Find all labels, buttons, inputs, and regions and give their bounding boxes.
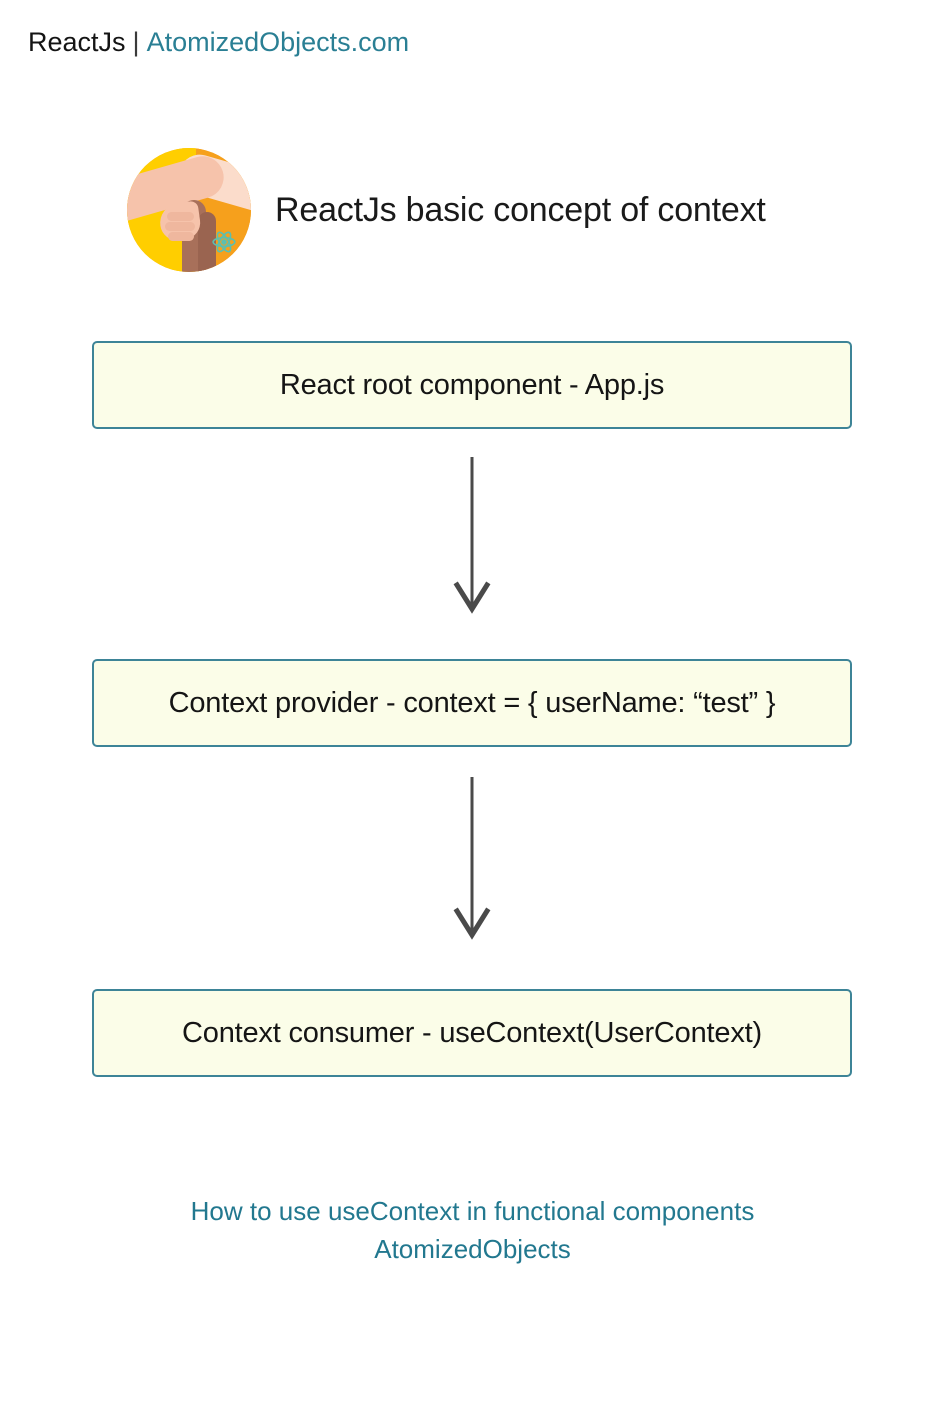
flow-node-root-component: React root component - App.js	[92, 341, 852, 429]
page-title: ReactJs basic concept of context	[275, 190, 766, 229]
flow-node-context-provider: Context provider - context = { userName:…	[92, 659, 852, 747]
arrow-down-icon	[453, 457, 491, 614]
hero-row: ReactJs basic concept of context	[127, 148, 766, 272]
flow-connector-1	[92, 429, 852, 659]
context-flow-diagram: React root component - App.js Context pr…	[92, 341, 852, 1077]
header-domain-link[interactable]: AtomizedObjects.com	[146, 27, 410, 57]
clasping-hands-react-logo-icon	[127, 148, 251, 272]
header-separator: |	[132, 27, 140, 57]
flow-node-context-consumer: Context consumer - useContext(UserContex…	[92, 989, 852, 1077]
flow-connector-2	[92, 747, 852, 989]
footer-caption: How to use useContext in functional comp…	[0, 1192, 945, 1268]
header-brand: ReactJs	[28, 27, 126, 57]
footer-line-1: How to use useContext in functional comp…	[190, 1196, 755, 1226]
react-atom-icon	[212, 231, 237, 253]
site-header: ReactJs|AtomizedObjects.com	[28, 24, 409, 60]
flow-node-label: React root component - App.js	[279, 368, 665, 401]
arrow-down-icon	[453, 777, 491, 940]
footer-line-2: AtomizedObjects	[374, 1234, 571, 1264]
flow-node-label: Context consumer - useContext(UserContex…	[182, 1016, 762, 1049]
flow-node-label: Context provider - context = { userName:…	[168, 686, 776, 719]
